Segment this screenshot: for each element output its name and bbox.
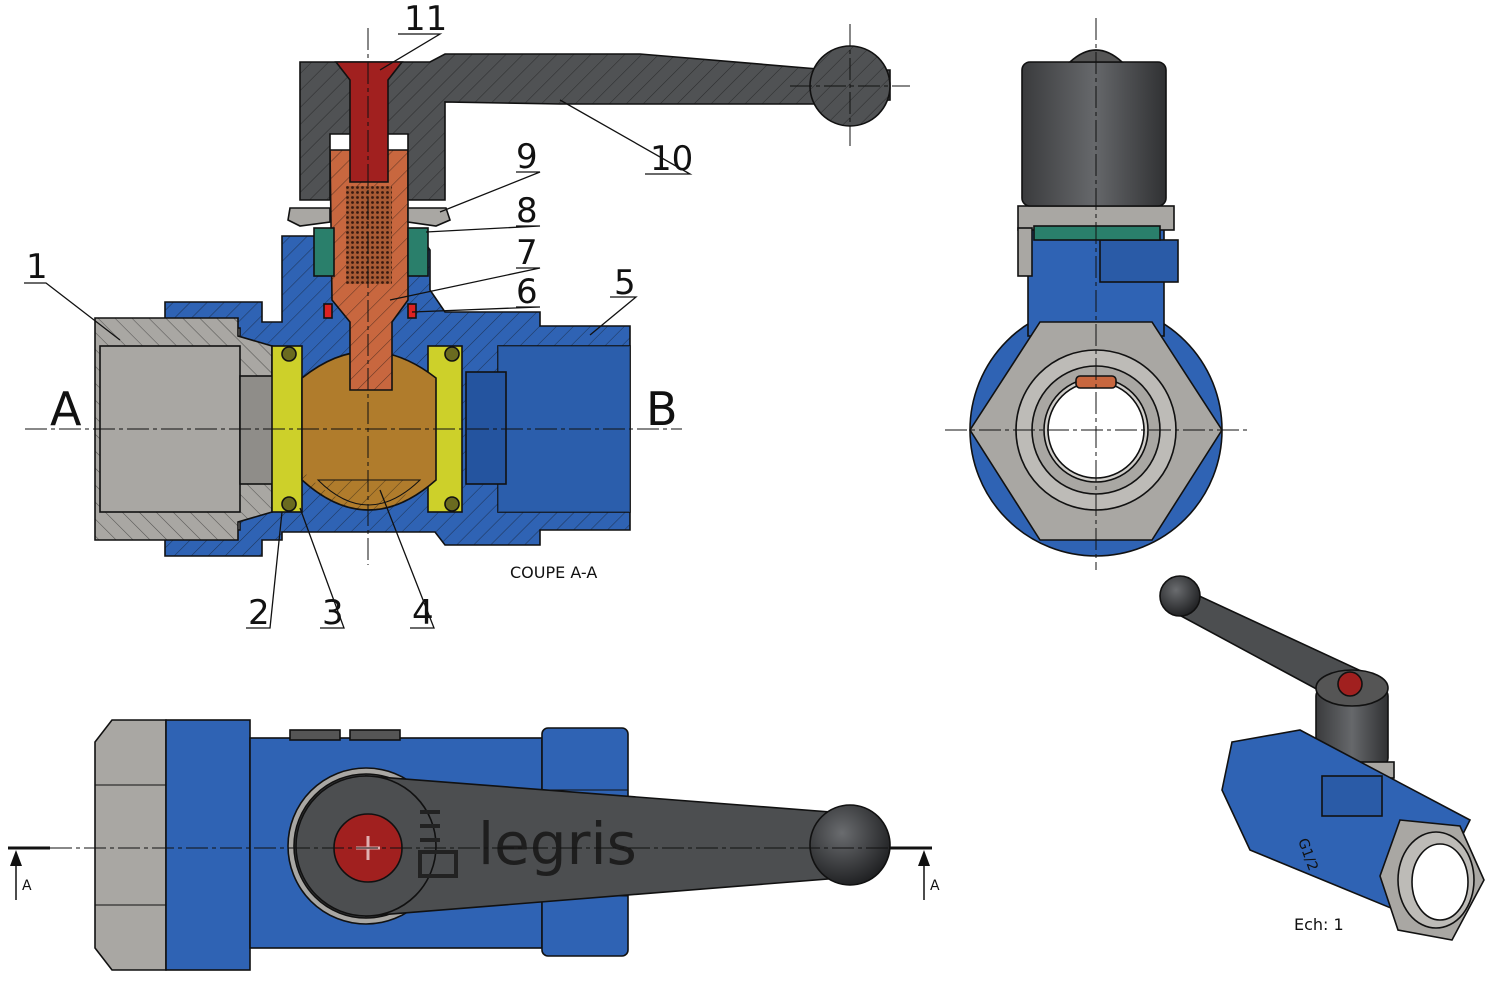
iso-screw-icon — [1337, 671, 1363, 697]
section-view: A B COUPE A-A 1 2 3 4 5 6 7 8 9 10 11 — [24, 0, 910, 633]
gland-right — [407, 227, 429, 277]
callout-8: 8 — [516, 191, 538, 231]
screw-section — [334, 61, 404, 183]
callout-9: 9 — [516, 137, 538, 177]
callout-1: 1 — [26, 247, 48, 287]
callout-leaders — [24, 33, 693, 629]
gland-left — [313, 227, 335, 277]
washer-section — [287, 207, 331, 227]
callout-4: 4 — [412, 593, 434, 633]
callout-6: 6 — [516, 272, 538, 312]
callout-11: 11 — [404, 0, 447, 39]
callout-3: 3 — [322, 593, 344, 633]
callout-5: 5 — [614, 263, 636, 303]
side-handle-hub — [1021, 61, 1167, 207]
side-view — [945, 18, 1248, 570]
callout-10: 10 — [650, 139, 693, 179]
callout-2: 2 — [248, 593, 270, 633]
top-view-handle-knob — [809, 804, 891, 886]
brand-text: legris — [478, 810, 637, 878]
section-label-a: A — [50, 382, 82, 436]
top-view: legris A A — [8, 719, 940, 971]
cut-marker-right: A — [930, 878, 940, 894]
top-view-body-left — [165, 719, 251, 971]
callout-7: 7 — [516, 233, 538, 273]
cut-marker-left: A — [22, 878, 32, 894]
section-label-b: B — [646, 382, 678, 436]
isometric-view: G1/2 Ech: 1 — [1159, 575, 1485, 941]
section-title: COUPE A-A — [510, 563, 597, 582]
legris-logo-icon — [418, 810, 458, 878]
top-view-nut — [94, 719, 167, 971]
scale-note: Ech: 1 — [1294, 915, 1344, 934]
